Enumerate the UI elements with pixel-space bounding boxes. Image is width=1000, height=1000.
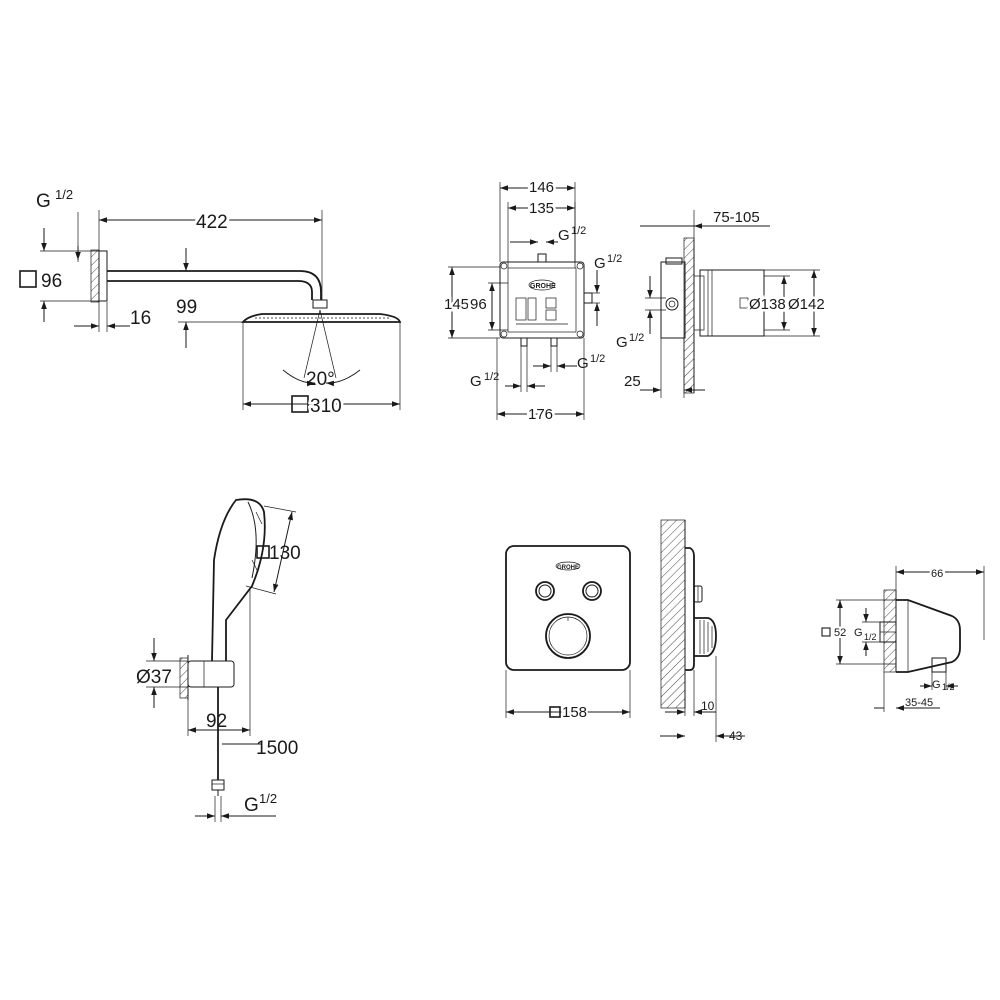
wall-section (179, 657, 189, 699)
height-inner-label: 96 (470, 296, 487, 313)
arm-flange (98, 250, 108, 302)
wall-offset-label: 25 (624, 373, 641, 390)
flange-size-label: 96 (41, 271, 62, 292)
thread-side-fraction: 1/2 (607, 253, 622, 265)
thread-bottom-label: G (932, 679, 941, 691)
mixer-box-side-view: 75-105 Ø138 Ø142 G 1/2 25 (616, 209, 827, 398)
thread-top-fraction: 1/2 (571, 225, 586, 237)
wall-section (660, 519, 686, 709)
thread-top-label: G (558, 227, 570, 244)
head-size-label: 130 (269, 543, 301, 564)
depth-label: 66 (931, 568, 943, 580)
arm-length-label: 422 (196, 212, 228, 233)
inner-width-label: 135 (529, 200, 554, 217)
square-outline-icon (291, 395, 309, 413)
wall-section (883, 589, 897, 673)
wall-outlet-body (896, 599, 961, 673)
thread-fraction: 1/2 (259, 791, 277, 806)
outer-width-label: 146 (529, 179, 554, 196)
base-width-label: 176 (528, 406, 553, 423)
square-outline-icon (549, 706, 561, 718)
drop-label: 99 (176, 297, 197, 318)
brand-logo-text: GROHE (557, 565, 579, 571)
thread-bottom-left-label: G (470, 373, 482, 390)
outlet-nozzle (931, 657, 947, 673)
thread-side-label: G (594, 255, 606, 272)
head-size-label: 310 (310, 396, 342, 417)
thread-label: G (244, 795, 259, 816)
square-outline-icon (256, 545, 270, 559)
diameter-inner-label: Ø138 (749, 296, 786, 313)
thread-bottom-left-fraction: 1/2 (484, 371, 499, 383)
brand-logo-text: GROHE (530, 283, 556, 290)
thread-label: G (854, 627, 863, 639)
wall-section (90, 249, 100, 303)
trim-plate (505, 545, 631, 671)
thread-label: G (616, 334, 628, 351)
thermostat-knob (545, 613, 591, 659)
brand-logo (528, 279, 556, 291)
thread-bottom-fraction: 1/2 (942, 682, 955, 692)
thread-fraction: 1/2 (864, 632, 877, 642)
knob-side (694, 617, 717, 657)
holder-depth-label: 92 (206, 711, 227, 732)
depth-range-label: 75-105 (713, 209, 760, 226)
thread-fraction: 1/2 (629, 332, 644, 344)
mixer-box-front-view: GROHE 146 135 G 1/2 G 1/2 (442, 177, 623, 426)
mounting-plate (499, 261, 585, 339)
hand-shower-handle (211, 498, 266, 662)
thread-fraction-label: 1/2 (55, 187, 73, 202)
square-outline-icon (821, 627, 831, 637)
thread-label: G (36, 191, 51, 212)
wall-range-label: 35-45 (905, 697, 933, 709)
plate-size-label: 158 (562, 704, 587, 721)
brand-logo (555, 561, 581, 571)
knob-depth-label: 43 (729, 729, 743, 743)
push-button-left (535, 581, 555, 601)
trim-plate-front-view: GROHE 158 (505, 545, 631, 723)
thread-bottom-right-label: G (577, 355, 589, 372)
trim-plate-side (685, 547, 695, 671)
shower-arm (107, 270, 322, 300)
hose-length-label: 1500 (256, 738, 298, 759)
push-button-right (582, 581, 602, 601)
height-outer-label: 145 (444, 296, 469, 313)
shower-head-view: 422 G 1/2 96 16 99 20° 310 (19, 187, 402, 420)
holder-diameter-label: Ø37 (136, 667, 172, 688)
plate-depth-label: 10 (701, 699, 715, 713)
wall-outlet-view: 66 52 G 1/2 G 1/2 35-45 (821, 566, 985, 712)
thread-bottom-right-fraction: 1/2 (590, 353, 605, 365)
mixer-body (660, 261, 686, 339)
plate-size-label: 52 (834, 627, 846, 639)
wall-offset-label: 16 (130, 308, 151, 329)
square-outline-icon (19, 270, 37, 288)
tilt-angle-label: 20° (306, 369, 335, 390)
shower-head (241, 313, 402, 323)
trim-plate-side-view: 10 43 (660, 519, 745, 743)
shower-holder (187, 660, 235, 688)
hand-shower-view: 130 Ø37 92 1500 G 1/2 (136, 498, 301, 822)
diameter-outer-label: Ø142 (788, 296, 825, 313)
